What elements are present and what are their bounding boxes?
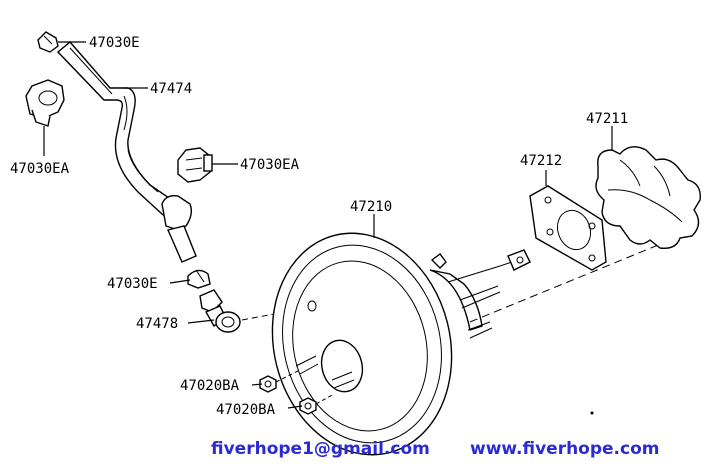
label-47211: 47211 <box>586 111 628 127</box>
nut1-dash <box>275 369 301 383</box>
nut2-dash <box>315 393 335 405</box>
label-47030ea-left: 47030EA <box>10 161 70 177</box>
label-47020ba-2: 47020BA <box>216 402 276 418</box>
leader-lines <box>43 41 613 409</box>
brake-booster <box>271 232 531 456</box>
nut-2 <box>299 397 317 415</box>
label-47478: 47478 <box>136 316 178 332</box>
watermark-website: www.fiverhope.com <box>470 439 660 459</box>
label-47212: 47212 <box>520 153 562 169</box>
label-47030ea-mid: 47030EA <box>240 157 300 173</box>
hose-elbow <box>161 194 197 263</box>
centerline-dash <box>469 231 691 323</box>
label-47030e-low: 47030E <box>107 276 158 292</box>
gasket <box>529 185 607 271</box>
clamp-mid <box>177 147 213 183</box>
label-47210: 47210 <box>350 199 392 215</box>
clamp-low <box>187 269 211 289</box>
clamp-top <box>37 31 59 53</box>
watermark-email: fiverhope1@gmail.com <box>211 439 430 459</box>
insulator <box>595 146 701 249</box>
label-47030e-top: 47030E <box>89 35 140 51</box>
corner-mark <box>590 411 594 415</box>
label-47020ba-1: 47020BA <box>180 378 240 394</box>
nut-1 <box>259 375 277 393</box>
label-47474: 47474 <box>150 81 192 97</box>
clamp-left <box>25 79 65 127</box>
check-valve <box>199 289 241 333</box>
